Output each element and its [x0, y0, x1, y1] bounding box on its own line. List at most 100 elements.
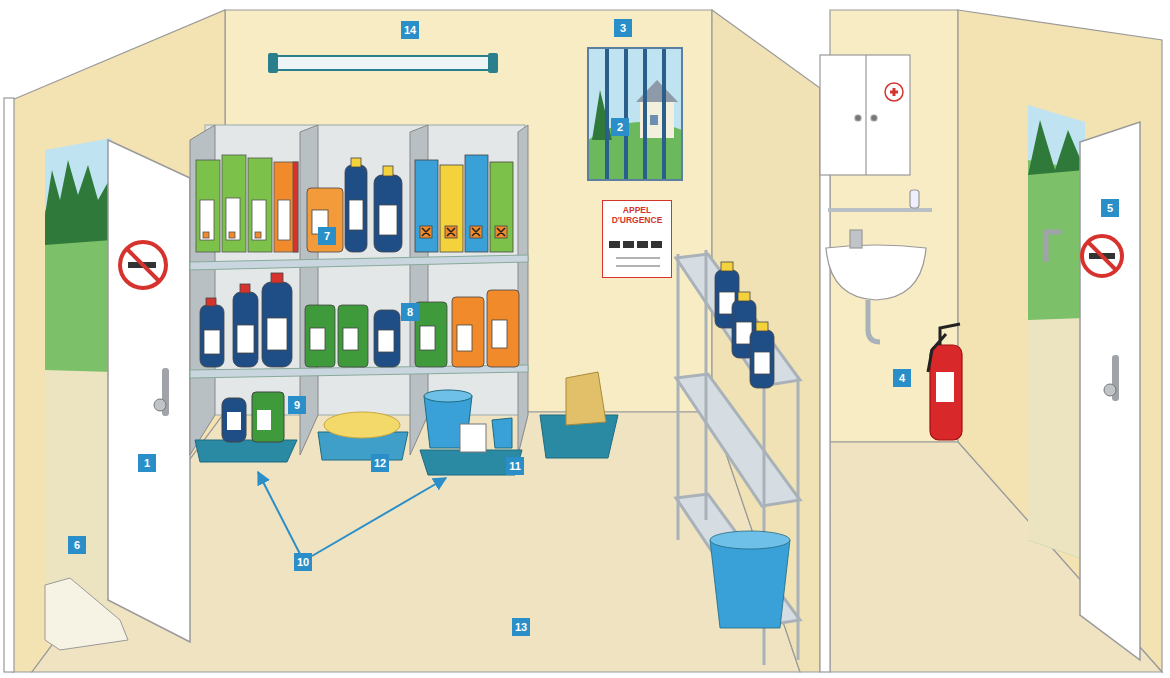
- scene-shape: [607, 48, 664, 180]
- metal-rack-part: [676, 374, 800, 506]
- hazard-boxes-part: [490, 162, 513, 252]
- right-doorway-part: [1028, 105, 1085, 560]
- pallets-and-retention-part: [566, 372, 606, 425]
- ceiling-light: [268, 53, 498, 73]
- hazard-boxes-part: [415, 160, 438, 252]
- callout-number: 9: [288, 396, 306, 414]
- barred-window: [588, 48, 682, 180]
- callout-number: 14: [401, 21, 419, 39]
- middle-shelf-products-part: [204, 330, 220, 354]
- pallets-and-retention-part: [460, 424, 486, 452]
- barred-window-part: [588, 48, 682, 180]
- room-walls-part: [820, 88, 830, 672]
- middle-shelf-products-part: [206, 298, 216, 306]
- right-doorway: [1028, 105, 1140, 660]
- leader-arrows-part: [312, 478, 446, 556]
- callout-number: 5: [1101, 199, 1119, 217]
- scene-shape-part: [662, 48, 666, 180]
- left-doorway-part: [45, 160, 112, 245]
- middle-shelf-products-part: [420, 326, 435, 350]
- callout-number: 11: [506, 457, 524, 475]
- shelving-unit: [190, 125, 528, 455]
- emergency-poster-part: [616, 265, 660, 267]
- rack-products-part: [710, 531, 790, 549]
- binders: [196, 155, 298, 252]
- middle-shelf-products-part: [457, 325, 472, 351]
- callout-number: 8: [401, 303, 419, 321]
- binders-part: [278, 200, 290, 240]
- washroom-fixtures-part: [910, 190, 919, 208]
- pallets-and-retention-part: [227, 412, 241, 430]
- rack-products-part: [756, 322, 768, 331]
- notice-poster: APPEL D'URGENCE: [602, 200, 672, 278]
- binders-part: [293, 162, 298, 252]
- left-doorway-part: [120, 242, 166, 288]
- left-doorway: [45, 138, 190, 650]
- rack-products-part: [710, 540, 790, 628]
- middle-shelf-products-part: [452, 297, 484, 367]
- middle-shelf-products-part: [233, 292, 258, 367]
- middle-shelf-products-part: [200, 305, 224, 367]
- pallets-and-retention: [195, 372, 618, 475]
- callout-number: 10: [294, 553, 312, 571]
- washroom-fixtures-part: [890, 88, 898, 96]
- middle-shelf-products-part: [271, 273, 283, 283]
- washroom-fixtures-part: [885, 83, 903, 101]
- metal-rack-part: [676, 254, 800, 386]
- emergency-poster: [602, 200, 672, 278]
- top-middle-products: [307, 158, 402, 252]
- washroom-fixtures-part: [928, 324, 960, 372]
- middle-shelf-products-part: [240, 284, 250, 293]
- binders-part: [229, 232, 235, 238]
- washroom-fixtures-part: [868, 300, 880, 342]
- right-doorway-part: [1028, 120, 1085, 175]
- callout-number: 12: [371, 454, 389, 472]
- top-middle-products-part: [345, 165, 367, 252]
- hazard-boxes-part: [422, 228, 505, 236]
- top-middle-products-part: [379, 205, 397, 235]
- right-doorway-part: [1082, 236, 1122, 276]
- washroom-fixtures: [820, 55, 962, 440]
- pallets-and-retention-part: [257, 410, 271, 430]
- binders-part: [226, 198, 240, 240]
- callout-number: 1: [138, 454, 156, 472]
- barred-window-part: [588, 48, 682, 180]
- middle-shelf-products-part: [374, 310, 400, 367]
- top-middle-products-part: [349, 200, 363, 230]
- hazard-boxes-part: [465, 155, 488, 252]
- binders-part: [255, 232, 261, 238]
- metal-rack: [676, 250, 800, 665]
- binders-part: [203, 232, 209, 238]
- middle-shelf-products-part: [343, 328, 358, 350]
- metal-rack-part: [705, 250, 708, 520]
- rack-products-part: [754, 352, 770, 374]
- pallets-and-retention-part: [252, 392, 284, 442]
- right-doorway-part: [1080, 122, 1140, 660]
- middle-shelf-products: [200, 273, 519, 367]
- washroom-fixtures-part: [820, 55, 910, 175]
- emergency-poster-part: [616, 257, 660, 259]
- callout-number: 13: [512, 618, 530, 636]
- middle-shelf-products-part: [262, 282, 292, 367]
- middle-shelf-products-part: [338, 305, 368, 367]
- rack-products-part: [750, 330, 774, 388]
- pallets-and-retention-part: [222, 398, 246, 442]
- emergency-poster-part: [623, 241, 634, 248]
- right-doorway-part: [1046, 232, 1062, 262]
- pallets-and-retention-part: [324, 412, 400, 438]
- top-middle-products-part: [307, 188, 343, 252]
- washroom-fixtures-part: [855, 115, 861, 121]
- middle-shelf-products-part: [415, 302, 447, 367]
- scene-shape-part: [624, 48, 628, 180]
- leader-arrows-part: [258, 472, 300, 554]
- binders-part: [274, 162, 298, 252]
- shelving-unit-part: [518, 125, 528, 455]
- metal-rack-part: [797, 378, 800, 660]
- right-doorway-part: [1028, 318, 1085, 560]
- emergency-poster-part: [609, 241, 620, 248]
- callout-number: 4: [893, 369, 911, 387]
- ceiling-light-part: [488, 53, 498, 73]
- left-doorway-part: [154, 399, 166, 411]
- rack-products-part: [721, 262, 733, 271]
